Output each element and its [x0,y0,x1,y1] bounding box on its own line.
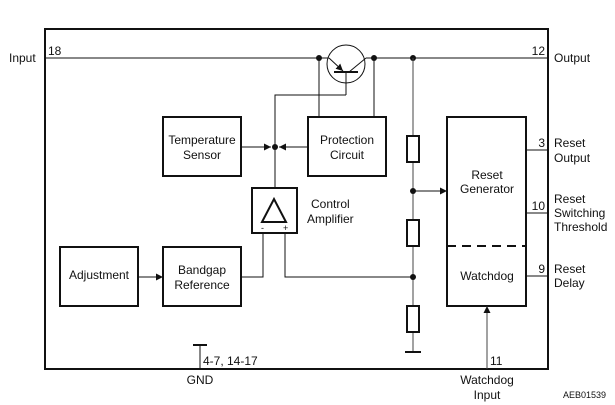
watchdog-input-label-1: Watchdog [460,373,514,387]
amplifier-triangle-icon [260,196,288,223]
resistor-2 [406,219,420,247]
base-drive-wire [274,94,346,188]
input-label: Input [9,51,36,65]
bandgap-label-2: Reference [174,278,230,292]
resistor-1 [406,135,420,163]
control-amplifier-label-1: Control [311,197,350,211]
resistor-3 [406,305,420,333]
adjustment-label: Adjustment [69,268,130,282]
reset-generator-block [446,116,527,307]
pin-watchdog-number: 11 [490,354,503,368]
pin-reset-delay-number: 9 [538,262,545,276]
reset-threshold-label-2: Switching [554,206,605,220]
pin-reset-threshold-number: 10 [532,199,546,213]
reset-output-label-1: Reset [554,136,586,150]
reset-threshold-label-1: Reset [554,192,586,206]
output-label: Output [554,51,591,65]
figure-id: AEB01539 [563,390,606,400]
chip-outline [45,29,248,369]
bandgap-to-amp-wire [241,233,264,278]
pin-input-number: 18 [48,44,62,58]
pass-transistor [326,44,373,95]
bandgap-label-1: Bandgap [178,263,226,277]
gnd-label: GND [187,373,214,387]
bandgap-reference-block [162,246,242,307]
reset-generator-label-2: Generator [460,182,514,196]
pin-gnd-number: 4-7, 14-17 [203,354,258,368]
summing-node [272,144,278,150]
pin-output-number: 12 [532,44,546,58]
chip-boundary [44,28,549,370]
reset-delay-label-1: Reset [554,262,586,276]
temperature-sensor-block [162,116,242,177]
reset-threshold-label-3: Threshold [554,220,607,234]
reset-generator-label-1: Reset [471,168,503,182]
amp-minus-label: - [261,223,264,233]
junction-dot [410,274,416,280]
temperature-sensor-label-2: Sensor [183,148,221,162]
watchdog-input-label-2: Input [474,388,501,402]
protection-circuit-label-1: Protection [320,133,374,147]
amp-plus-label: + [283,223,288,233]
protection-circuit-label-2: Circuit [330,148,365,162]
reset-delay-label-2: Delay [554,276,585,290]
reset-output-label-2: Output [554,151,591,165]
pin-reset-output-number: 3 [538,136,545,150]
feedback-wire [284,233,413,278]
control-amplifier-block [251,187,298,234]
control-amplifier-label-2: Amplifier [307,212,354,226]
temperature-sensor-label-1: Temperature [168,133,236,147]
watchdog-label: Watchdog [460,269,514,283]
